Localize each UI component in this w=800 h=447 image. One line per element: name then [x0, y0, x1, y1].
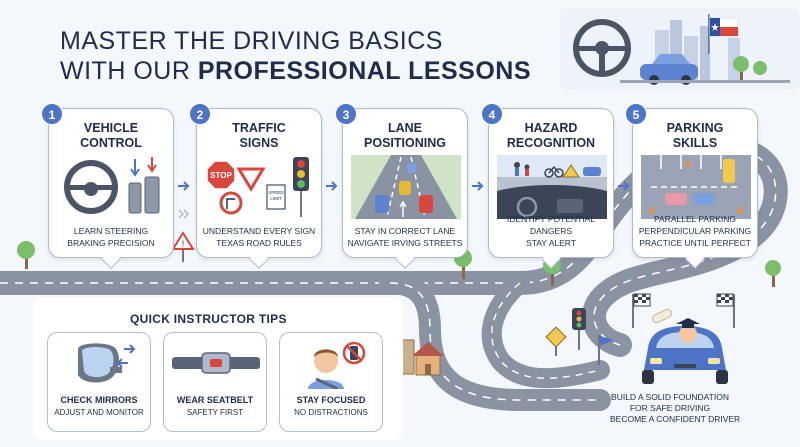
- step-title: TRAFFIC SIGNS: [232, 121, 286, 150]
- arrow-right-icon: [618, 181, 630, 191]
- svg-text:LIMIT: LIMIT: [270, 196, 282, 201]
- step-card-parking-skills: 5 PARKING SKILLS PARALLEL PARKING PERPEN…: [625, 103, 758, 269]
- goal-line-3: BECOME A CONFIDENT DRIVER: [610, 414, 741, 424]
- title-line-2-bold: PROFESSIONAL LESSONS: [197, 57, 532, 85]
- desc-line-1: STAY IN CORRECT LANE: [354, 226, 456, 236]
- tips-title: QUICK INSTRUCTOR TIPS: [130, 312, 287, 326]
- step-card-vehicle-control: 1 VEHICLE CONTROL LEARN STEERING BRAKING…: [41, 103, 174, 269]
- desc-line-1: LEARN STEERING: [73, 226, 149, 236]
- flag-icon: [598, 335, 614, 365]
- diamond-sign-icon: [545, 326, 567, 356]
- no-phone-icon: [308, 341, 366, 389]
- parking-lot-icon: [641, 155, 751, 219]
- step-description: LEARN STEERING BRAKING PRECISION: [51, 225, 171, 249]
- tip-label: CHECK MIRRORS: [60, 395, 138, 405]
- arrow-right-icon: [178, 181, 190, 191]
- step-title: VEHICLE CONTROL: [80, 121, 142, 150]
- tip-sublabel: ADJUST AND MONITOR: [54, 408, 144, 417]
- stop-sign-text: STOP: [210, 171, 232, 180]
- title-line-1: MASTER THE DRIVING BASICS: [60, 27, 443, 55]
- tip-sublabel: NO DISTRACTIONS: [294, 408, 368, 417]
- seatbelt-icon: [172, 352, 260, 374]
- desc-line-1: PARALLEL PARKING: [653, 214, 737, 224]
- graduate-driver-illustration: [632, 293, 735, 384]
- goal-text: BUILD A SOLID FOUNDATION FOR SAFE DRIVIN…: [610, 392, 741, 425]
- desc-line-2: TEXAS ROAD RULES: [216, 238, 302, 248]
- desc-line-3: STAY ALERT: [526, 238, 576, 248]
- hazard-dashboard-icon: [497, 155, 607, 219]
- step-description: PARALLEL PARKING PERPENDICULAR PARKING P…: [635, 213, 755, 249]
- mirror-icon: [78, 343, 136, 383]
- tip-card-check-mirrors: CHECK MIRRORS ADJUST AND MONITOR: [47, 332, 151, 432]
- tree-icon: [17, 241, 35, 269]
- traffic-signs-icon: STOP SPEED LIMIT: [206, 157, 309, 217]
- warning-sign-icon: !: [171, 231, 195, 262]
- step-number-badge: 5: [625, 103, 647, 125]
- desc-line-1: UNDERSTAND EVERY SIGN: [202, 226, 316, 236]
- traffic-light-icon: [572, 308, 586, 350]
- desc-line-1: IDENTIFY POTENTIAL: [506, 214, 596, 224]
- tree-icon: [765, 260, 781, 287]
- step-title: PARKING SKILLS: [666, 121, 724, 150]
- step-card-traffic-signs: 2 TRAFFIC SIGNS STOP SPEED LIMIT UNDERST…: [189, 103, 322, 269]
- arrow-right-icon: [472, 181, 484, 191]
- lane-road-icon: [351, 155, 461, 219]
- tip-label: STAY FOCUSED: [296, 395, 366, 405]
- title-line-2-prefix: WITH OUR: [60, 57, 198, 85]
- desc-line-2: PERPENDICULAR PARKING: [638, 226, 752, 236]
- steering-wheel-pedals-icon: [64, 157, 160, 214]
- arrow-right-icon: [326, 181, 338, 191]
- desc-line-3: PRACTICE UNTIL PERFECT: [639, 238, 751, 248]
- svg-text:SPEED: SPEED: [268, 190, 284, 195]
- step-description: STAY IN CORRECT LANE NAVIGATE IRVING STR…: [345, 225, 465, 249]
- title-line-2: WITH OUR PROFESSIONAL LESSONS: [60, 56, 531, 86]
- desc-line-2: NAVIGATE IRVING STREETS: [347, 238, 463, 248]
- desc-line-2: BRAKING PRECISION: [67, 238, 155, 248]
- chevron-double-icon: [178, 209, 190, 219]
- step-title: HAZARD RECOGNITION: [506, 121, 596, 150]
- page-title: MASTER THE DRIVING BASICS WITH OUR PROFE…: [60, 26, 531, 86]
- tip-card-wear-seatbelt: WEAR SEATBELT SAFETY FIRST: [163, 332, 267, 432]
- tip-sublabel: SAFETY FIRST: [186, 408, 244, 417]
- step-number-badge: 1: [41, 103, 63, 125]
- goal-line-2: FOR SAFE DRIVING: [629, 403, 711, 413]
- step-description: IDENTIFY POTENTIAL DANGERS STAY ALERT: [491, 213, 611, 249]
- goal-line-1: BUILD A SOLID FOUNDATION: [611, 392, 729, 402]
- step-number-badge: 2: [189, 103, 211, 125]
- step-description: UNDERSTAND EVERY SIGN TEXAS ROAD RULES: [199, 225, 319, 249]
- hero-illustration: [560, 8, 800, 90]
- tip-label: WEAR SEATBELT: [176, 395, 254, 405]
- tip-card-stay-focused: STAY FOCUSED NO DISTRACTIONS: [279, 332, 383, 432]
- house-icon: [412, 342, 444, 376]
- step-card-hazard-recognition: 4 HAZARD RECOGNITION IDENTIFY POTENTIAL …: [481, 103, 614, 269]
- step-card-lane-positioning: 3 LANE POSITIONING STAY IN CORRECT LANE …: [335, 103, 468, 269]
- step-title: LANE POSITIONING: [364, 121, 446, 150]
- desc-line-2: DANGERS: [529, 226, 573, 236]
- svg-text:!: !: [182, 239, 185, 249]
- step-number-badge: 4: [481, 103, 503, 125]
- step-number-badge: 3: [335, 103, 357, 125]
